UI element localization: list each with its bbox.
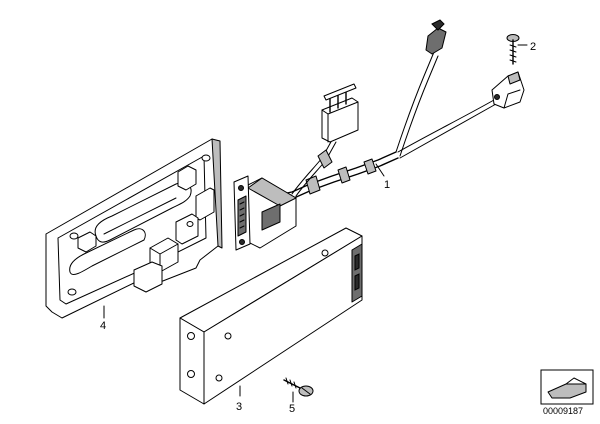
callout-3: 3 (236, 401, 242, 413)
screw-lower (283, 377, 314, 397)
callout-4: 4 (100, 320, 106, 332)
callout-1: 1 (384, 179, 390, 191)
wiring-harness (233, 19, 525, 251)
screw-upper (506, 34, 520, 65)
document-number: 00009187 (543, 406, 583, 416)
leader-lines (103, 44, 528, 403)
callout-2: 2 (530, 41, 536, 53)
callout-5: 5 (289, 403, 295, 415)
control-unit (179, 227, 363, 405)
mounting-bracket (45, 138, 223, 319)
document-id-badge: 00009187 (540, 369, 594, 416)
